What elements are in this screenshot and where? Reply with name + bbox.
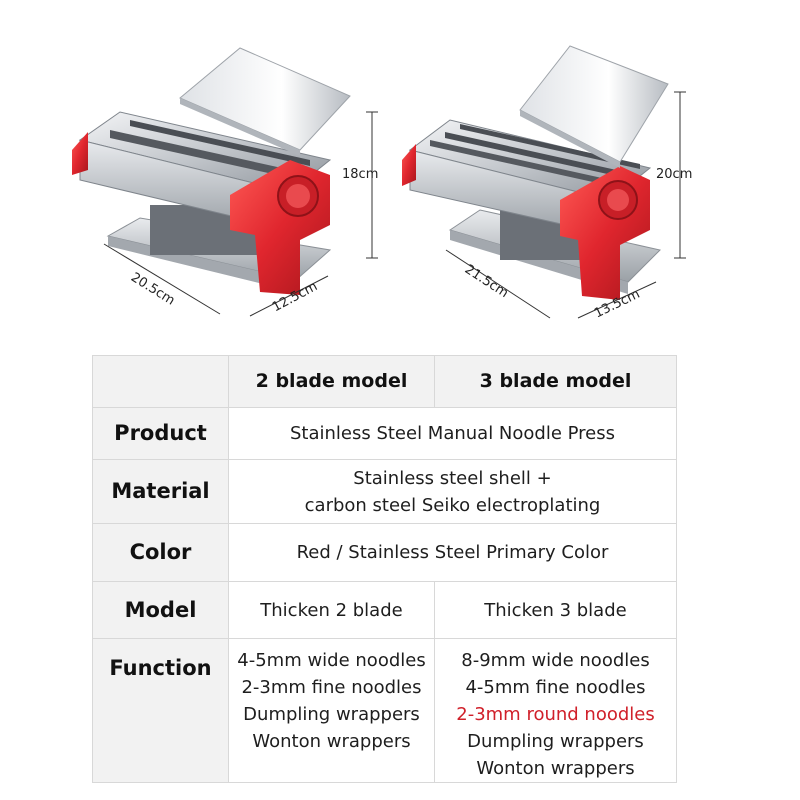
function-item: 4-5mm wide noodles [237, 650, 426, 671]
material-label: Material [92, 459, 229, 524]
material-value: Stainless steel shell + carbon steel Sei… [228, 459, 677, 524]
function-item: 4-5mm fine noodles [465, 677, 646, 698]
product-label: Product [92, 407, 229, 460]
product-value: Stainless Steel Manual Noodle Press [228, 407, 677, 460]
material-line: Stainless steel shell + [353, 467, 552, 489]
three-blade-machine [402, 45, 669, 300]
function-item: Wonton wrappers [476, 758, 635, 779]
model-row: Model Thicken 2 blade Thicken 3 blade [92, 581, 677, 639]
function-label: Function [92, 638, 229, 783]
two-blade-machine [72, 47, 351, 295]
product-row: Product Stainless Steel Manual Noodle Pr… [92, 407, 677, 460]
color-label: Color [92, 523, 229, 582]
function-item: 2-3mm fine noodles [241, 677, 422, 698]
function-item: Dumpling wrappers [467, 731, 644, 752]
function-3-blade: 8-9mm wide noodles 4-5mm fine noodles 2-… [434, 638, 677, 783]
product-image [72, 45, 686, 319]
header-3-blade: 3 blade model [434, 355, 677, 408]
model-3-blade: Thicken 3 blade [434, 581, 677, 639]
material-row: Material Stainless steel shell + carbon … [92, 459, 677, 524]
left-height-label: 18cm [342, 167, 379, 182]
model-label: Model [92, 581, 229, 639]
model-2-blade: Thicken 2 blade [228, 581, 435, 639]
dimension-lines [103, 91, 686, 319]
corner-cell [92, 355, 229, 408]
color-value: Red / Stainless Steel Primary Color [228, 523, 677, 582]
spec-table: 2 blade model 3 blade model Product Stai… [92, 355, 677, 783]
header-row: 2 blade model 3 blade model [92, 355, 677, 408]
color-row: Color Red / Stainless Steel Primary Colo… [92, 523, 677, 582]
material-line: carbon steel Seiko electroplating [304, 494, 601, 516]
header-2-blade: 2 blade model [228, 355, 435, 408]
function-row: Function 4-5mm wide noodles 2-3mm fine n… [92, 638, 677, 783]
right-height-label: 20cm [656, 167, 693, 182]
function-2-blade: 4-5mm wide noodles 2-3mm fine noodles Du… [228, 638, 435, 783]
function-item: Dumpling wrappers [243, 704, 420, 725]
function-item: 8-9mm wide noodles [461, 650, 650, 671]
function-item-highlight: 2-3mm round noodles [456, 704, 655, 725]
function-item: Wonton wrappers [252, 731, 411, 752]
